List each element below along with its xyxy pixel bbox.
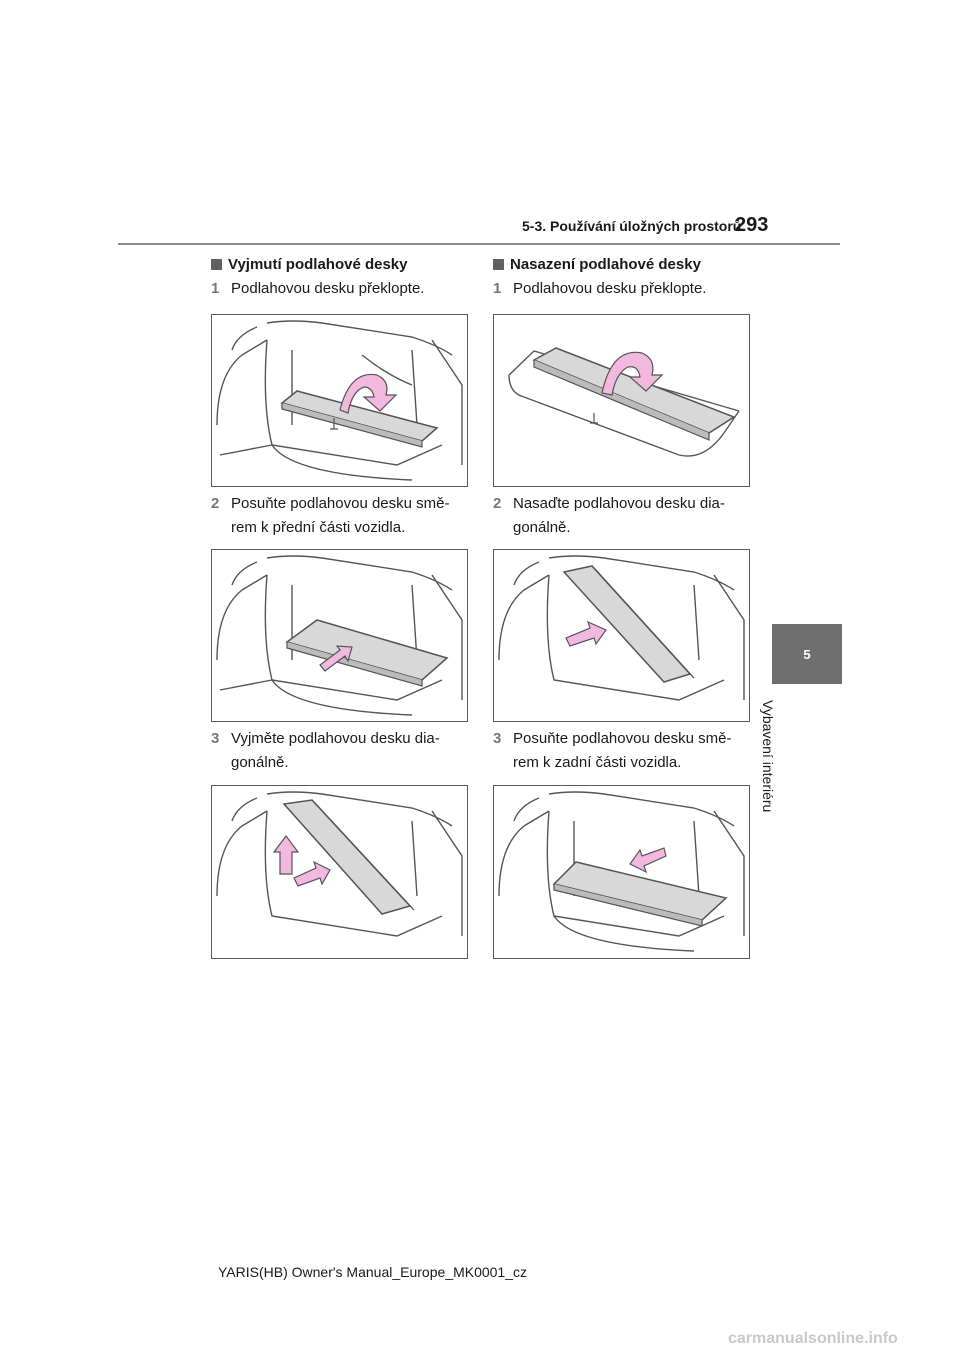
footer-text: YARIS(HB) Owner's Manual_Europe_MK0001_c… <box>218 1264 527 1280</box>
watermark[interactable]: carmanualsonline.info <box>728 1330 898 1347</box>
section-title: 5-3. Používání úložných prostorů <box>522 218 742 234</box>
figure-right-2 <box>493 549 750 722</box>
figure-left-2 <box>211 549 468 722</box>
chapter-title: Vybavení interiéru <box>760 700 776 813</box>
left-step-1: 1 Podlahovou desku překlopte. <box>211 280 425 297</box>
right-step-1: 1 Podlahovou desku překlopte. <box>493 280 707 297</box>
left-step-2: 2 Posuňte podlahovou desku smě-rem k pře… <box>211 495 450 536</box>
chapter-tab: 5 <box>772 624 842 684</box>
chapter-number: 5 <box>803 646 811 662</box>
figure-left-3 <box>211 785 468 959</box>
left-step-3: 3 Vyjměte podlahovou desku dia-gonálně. <box>211 730 440 771</box>
header-divider <box>118 243 840 245</box>
right-step-3: 3 Posuňte podlahovou desku smě-rem k zad… <box>493 730 732 771</box>
figure-right-1 <box>493 314 750 487</box>
heading-bullet-icon <box>493 259 504 270</box>
page-number: 293 <box>735 214 769 236</box>
right-heading: Nasazení podlahové desky <box>493 256 701 273</box>
left-heading: Vyjmutí podlahové desky <box>211 256 408 273</box>
figure-right-3 <box>493 785 750 959</box>
figure-left-1 <box>211 314 468 487</box>
heading-bullet-icon <box>211 259 222 270</box>
chapter-label: Vybavení interiéru <box>760 700 782 910</box>
right-step-2: 2 Nasaďte podlahovou desku dia-gonálně. <box>493 495 725 536</box>
